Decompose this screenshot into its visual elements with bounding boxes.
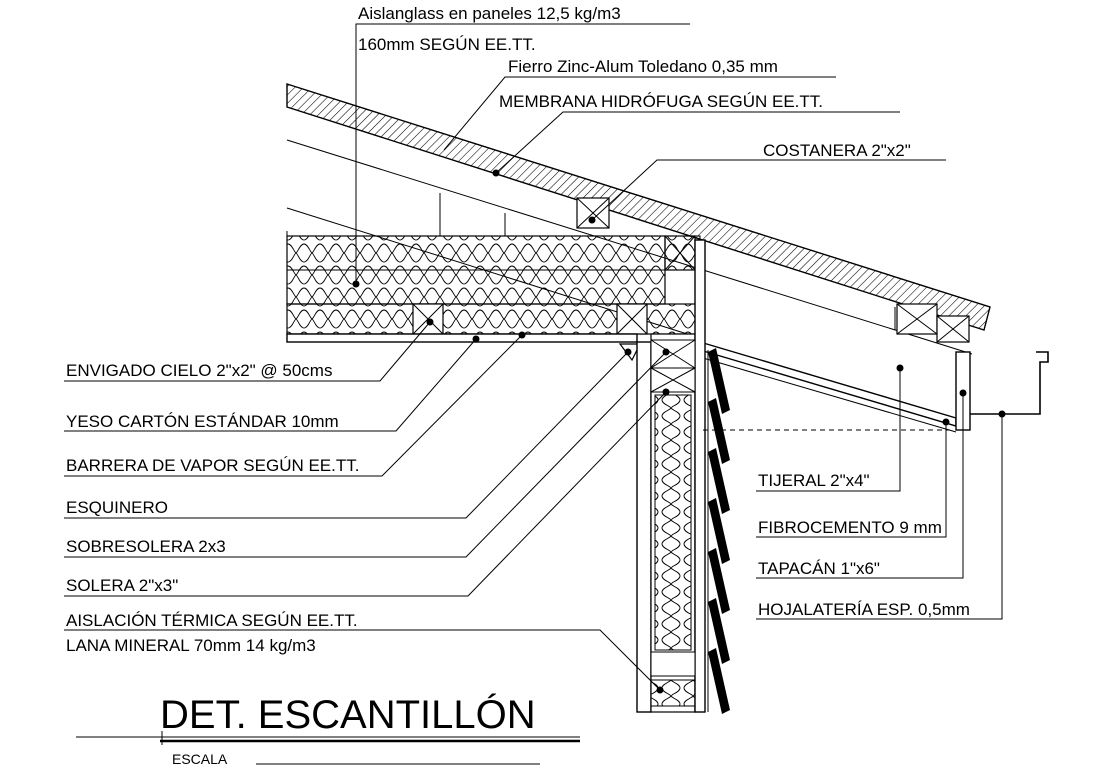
label-envigado: ENVIGADO CIELO 2"x2" @ 50cms [66,361,332,380]
label-solera: SOLERA 2"x3" [66,576,178,595]
label-fibrocemento: FIBROCEMENTO 9 mm [758,518,942,537]
leader-hojalateria [756,410,1006,620]
ceiling-joists [412,235,696,335]
leader-membrana [492,111,900,177]
soffit-fiber-cement [699,341,957,433]
label-aislacion-line1: AISLACIÓN TÉRMICA SEGÚN EE.TT. [66,611,358,630]
label-membrana: MEMBRANA HIDRÓFUGA SEGÚN EE.TT. [499,92,823,111]
leader-fibrocemento [756,418,950,538]
leader-sobresolera [64,348,670,558]
label-tapacan: TAPACÁN 1"x6" [758,559,880,578]
ceiling-gypsum [286,333,638,343]
label-aislacion-line2: LANA MINERAL 70mm 14 kg/m3 [66,636,316,655]
leader-envigado [64,318,434,382]
leader-fierro-zinc [443,76,836,151]
leader-costanera [588,159,946,224]
label-aislanglass-line1: Aislanglass en paneles 12,5 kg/m3 [358,4,621,23]
label-yeso: YESO CARTÓN ESTÁNDAR 10mm [66,412,339,431]
leader-tapacan [756,389,967,579]
leader-barrera [64,331,526,477]
title-underline [76,731,580,745]
label-aislanglass-line2: 160mm SEGÚN EE.TT. [358,35,536,54]
scale-label: ESCALA [172,751,228,767]
roof-sheet [286,83,991,331]
leader-yeso [64,335,480,432]
label-costanera: COSTANERA 2"x2" [763,141,911,160]
leader-aislacion [64,629,664,694]
costanera-block-eave [896,303,970,343]
leader-aislanglass [352,23,690,288]
label-esquinero: ESQUINERO [66,498,168,517]
leader-solera [64,388,670,597]
label-tijeral: TIJERAL 2"x4" [758,471,870,490]
costanera-block [576,197,610,229]
label-fierro-zinc: Fierro Zinc-Alum Toledano 0,35 mm [508,57,778,76]
leader-tijeral [756,364,904,492]
gutter-flashing [970,351,1049,415]
wall-siding [707,348,730,714]
label-sobresolera: SOBRESOLERA 2x3 [66,537,226,556]
label-barrera: BARRERA DE VAPOR SEGÚN EE.TT. [66,456,359,475]
leader-esquinero [64,348,632,519]
label-hojalateria: HOJALATERÍA ESP. 0,5mm [758,600,970,619]
drawing-title: DET. ESCANTILLÓN [160,692,536,737]
wall-structure [636,239,706,713]
